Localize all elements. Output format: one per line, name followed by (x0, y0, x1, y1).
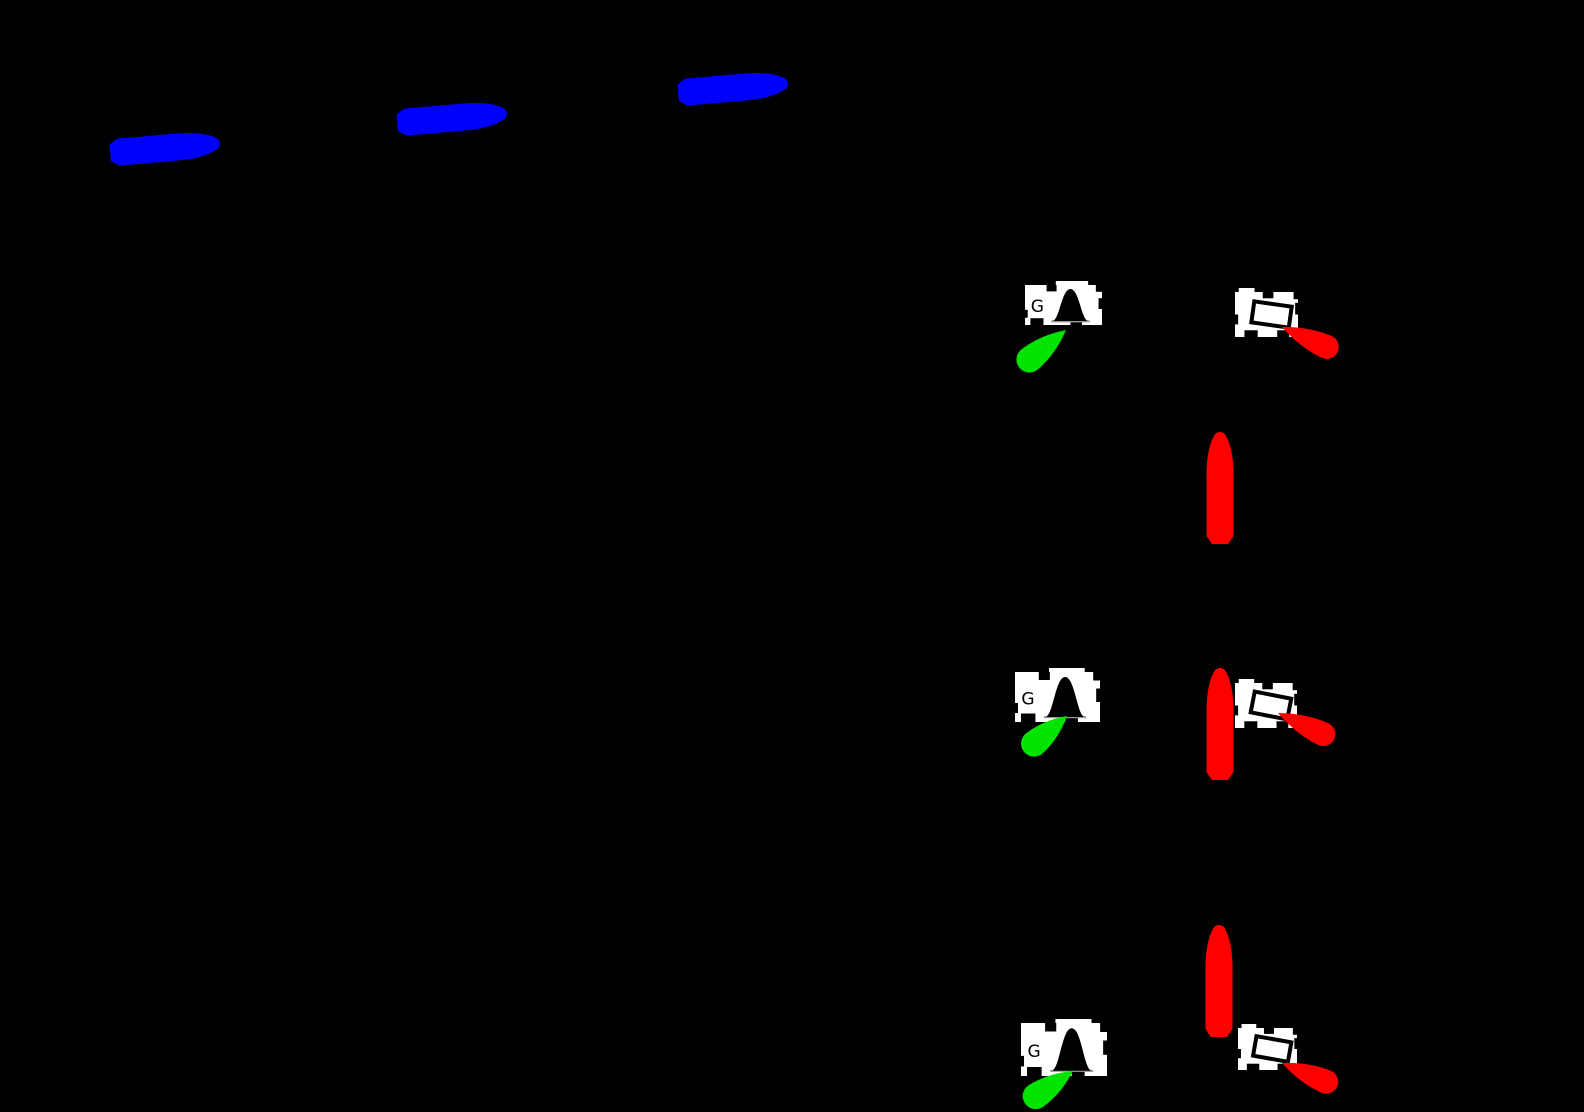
tilted-target-rectangle (1250, 1033, 1294, 1065)
marker-edge-notch (1244, 330, 1258, 337)
marker-edge-notch (1244, 721, 1258, 728)
blue-ship[interactable] (677, 70, 789, 106)
marker-edge-notch (1038, 672, 1050, 680)
blue-ship-hull (396, 103, 507, 136)
marker-edge-notch (1095, 285, 1102, 292)
blue-ship-hull (677, 73, 788, 106)
marker-edge-notch (1292, 683, 1297, 691)
marker-edge-nub (1055, 281, 1089, 286)
marker-edge-notch (1238, 1049, 1241, 1059)
marker-edge-nub (1049, 668, 1085, 673)
blue-ship[interactable] (396, 100, 508, 136)
dome-baseline (1050, 1069, 1094, 1072)
marker-edge-nub (1055, 1019, 1092, 1024)
marker-edge-notch (1293, 292, 1298, 300)
marker-edge-notch (1071, 1069, 1085, 1076)
gun-marker-label: G (1027, 1042, 1040, 1062)
marker-edge-notch (1294, 693, 1297, 706)
marker-edge-nub (1241, 1024, 1257, 1029)
dome-baseline (1051, 320, 1090, 323)
red-ship[interactable] (1205, 924, 1233, 1037)
marker-edge-notch (1262, 683, 1273, 690)
marker-edge-notch (1235, 314, 1239, 325)
marker-edge-notch (1093, 672, 1100, 681)
marker-edge-notch (1103, 1040, 1107, 1055)
marker-edge-notch (1246, 1063, 1260, 1070)
tilted-target-rectangle (1248, 689, 1294, 722)
green-muzzle-flash (1016, 330, 1066, 373)
red-ship-hull (1205, 924, 1233, 1037)
blue-ship-hull (109, 133, 220, 166)
marker-edge-notch (1276, 721, 1289, 728)
marker-edge-notch (1065, 715, 1078, 722)
gun-battery-marker: G (1015, 668, 1100, 722)
red-ship-hull (1206, 431, 1234, 544)
gun-battery-marker: G (1025, 281, 1102, 325)
green-muzzle-flash (1022, 1071, 1073, 1110)
marker-edge-nub (1238, 679, 1255, 684)
marker-edge-notch (1277, 1063, 1289, 1070)
blue-ship[interactable] (109, 130, 221, 166)
red-ship-hull (1206, 667, 1234, 780)
marker-edge-notch (1045, 1023, 1057, 1032)
red-muzzle-flash (1282, 1062, 1339, 1094)
red-ship[interactable] (1206, 431, 1234, 544)
ship-silhouette-dome (1051, 1028, 1092, 1071)
marker-edge-notch (1100, 1023, 1107, 1033)
marker-edge-notch (1030, 318, 1044, 325)
marker-edge-notch (1027, 1066, 1042, 1076)
ship-silhouette-dome (1045, 677, 1085, 717)
marker-edge-notch (1046, 285, 1057, 292)
marker-edge-nub (1238, 288, 1255, 293)
gun-marker-label: G (1021, 690, 1034, 710)
marker-edge-notch (1292, 1028, 1297, 1035)
marker-edge-notch (1096, 688, 1100, 702)
marker-edge-notch (1263, 1028, 1274, 1034)
gun-marker-label: G (1031, 297, 1044, 317)
red-muzzle-flash (1282, 326, 1339, 359)
red-ship[interactable] (1206, 667, 1234, 780)
marker-edge-notch (1277, 330, 1290, 337)
green-muzzle-flash (1021, 716, 1067, 757)
marker-edge-notch (1098, 298, 1102, 309)
marker-edge-notch (1294, 1038, 1297, 1049)
marker-edge-notch (1295, 302, 1298, 315)
marker-edge-notch (1025, 309, 1028, 318)
marker-edge-notch (1021, 1055, 1025, 1067)
ship-silhouette-dome (1052, 289, 1089, 321)
red-muzzle-flash (1278, 713, 1336, 747)
marker-edge-notch (1235, 705, 1239, 716)
marker-edge-notch (1015, 703, 1018, 713)
marker-edge-notch (1262, 292, 1274, 299)
tilted-target-rectangle (1249, 299, 1294, 330)
gun-battery-marker: G (1021, 1019, 1107, 1076)
marker-edge-notch (1020, 713, 1036, 722)
